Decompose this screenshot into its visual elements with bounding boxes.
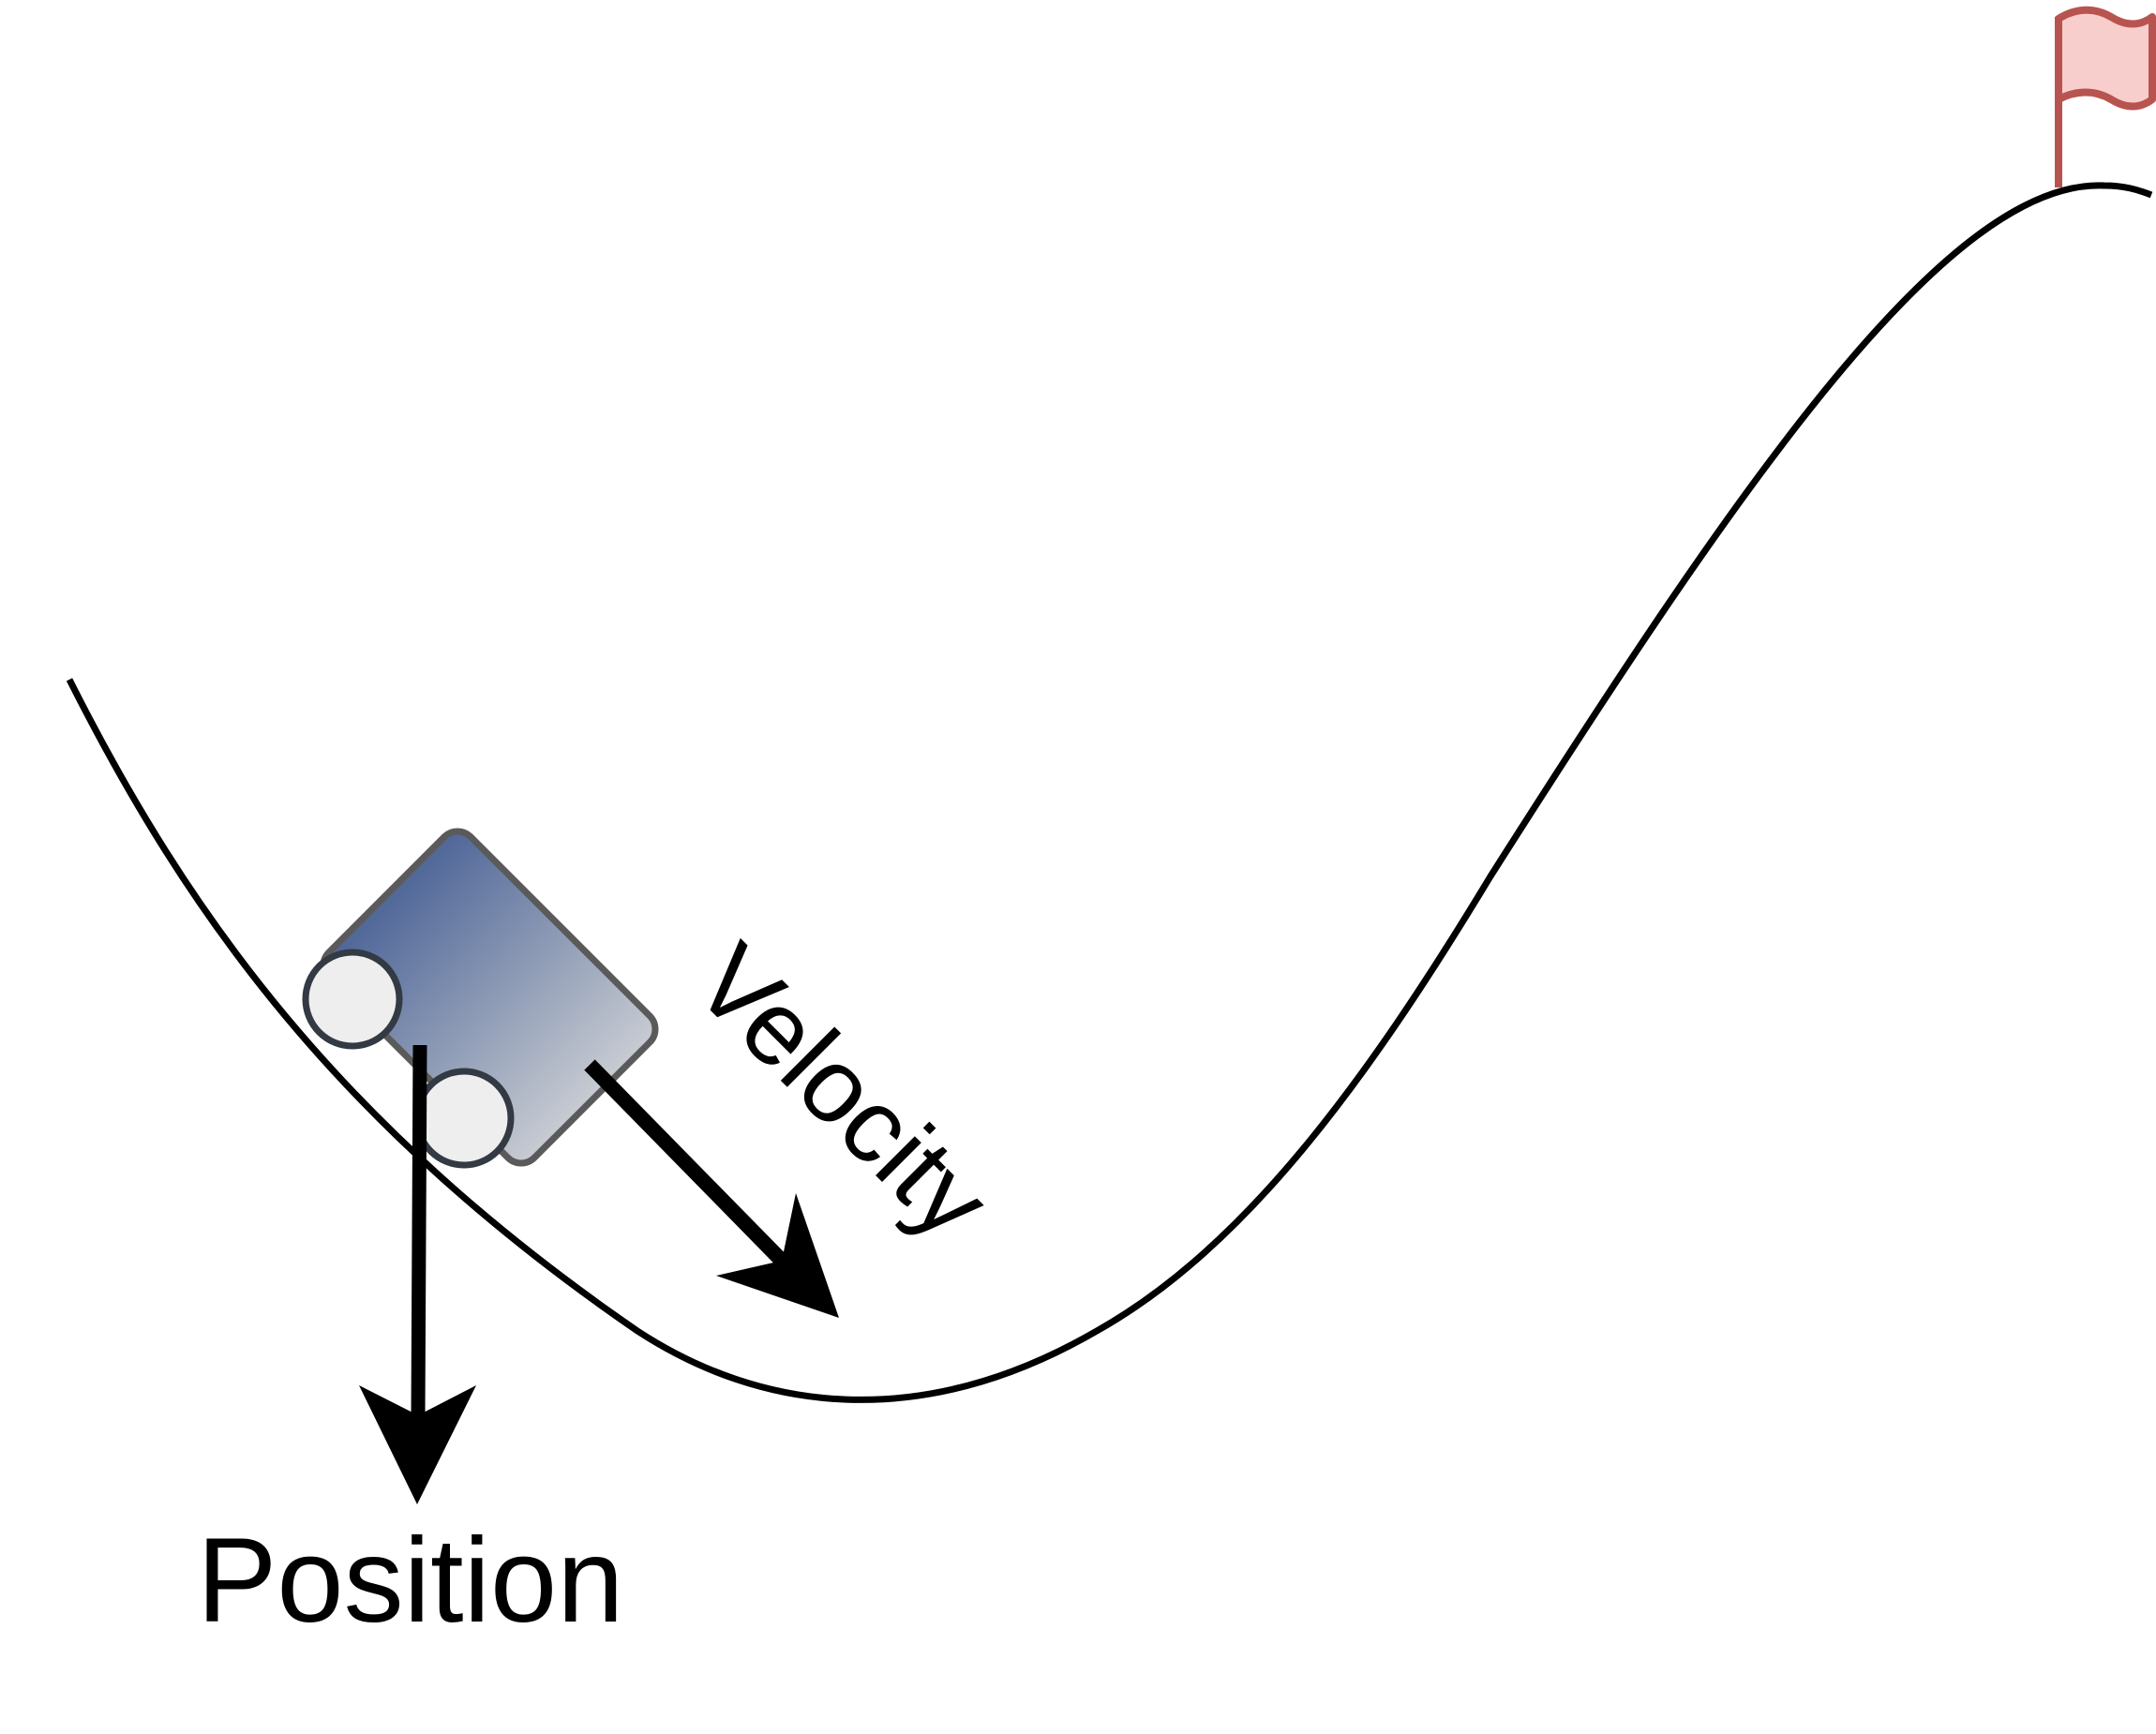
velocity-arrow-head bbox=[716, 1193, 839, 1318]
goal-flag-icon bbox=[2055, 6, 2156, 187]
position-arrow-head bbox=[359, 1385, 476, 1504]
position-arrow-shaft bbox=[411, 1044, 427, 1416]
velocity-arrow bbox=[584, 1059, 839, 1318]
mountain-track bbox=[66, 182, 2153, 1403]
car-icon bbox=[302, 828, 659, 1169]
position-arrow bbox=[359, 1044, 476, 1504]
rear-wheel bbox=[302, 949, 403, 1050]
velocity-arrow-shaft bbox=[584, 1059, 787, 1266]
position-label: Position bbox=[197, 1514, 623, 1648]
flag-cloth bbox=[2055, 6, 2156, 111]
front-wheel bbox=[413, 1068, 515, 1169]
